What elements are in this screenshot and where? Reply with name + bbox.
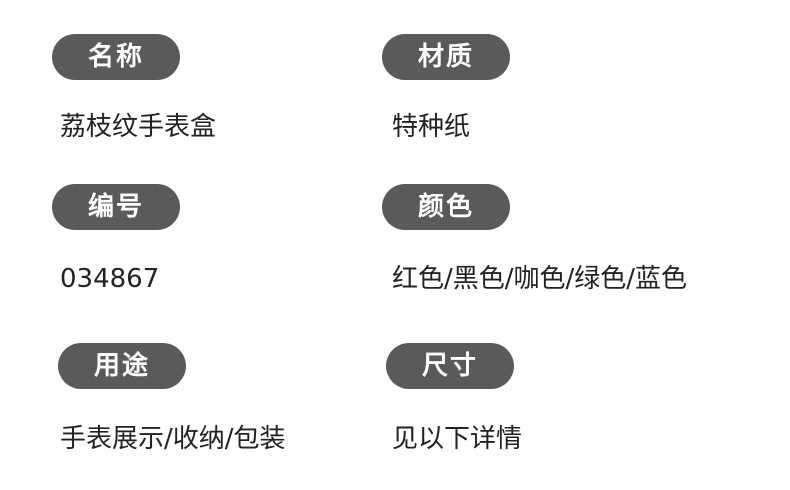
label-color: 颜色 <box>382 184 510 230</box>
value-material: 特种纸 <box>392 112 471 142</box>
label-usage: 用途 <box>58 343 186 389</box>
label-number: 编号 <box>52 184 180 230</box>
value-usage: 手表展示/收纳/包装 <box>60 424 286 454</box>
label-size: 尺寸 <box>386 343 514 389</box>
value-number: 034867 <box>60 264 160 294</box>
value-name: 荔枝纹手表盒 <box>60 112 217 142</box>
label-name: 名称 <box>52 34 180 80</box>
label-material: 材质 <box>382 34 510 80</box>
value-color: 红色/黑色/咖色/绿色/蓝色 <box>392 264 688 294</box>
value-size: 见以下详情 <box>392 424 523 454</box>
